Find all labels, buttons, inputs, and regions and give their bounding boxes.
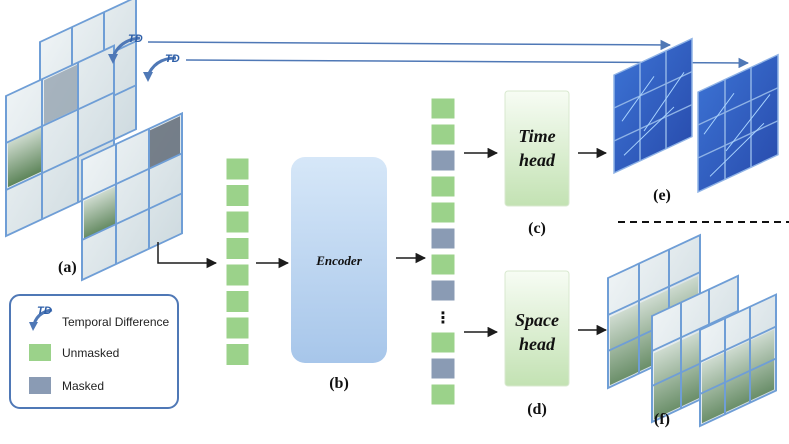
- token-unmasked: [430, 175, 456, 198]
- token-unmasked: [225, 237, 250, 260]
- space-head-line2: head: [519, 334, 556, 354]
- td-badge-2: TD: [143, 53, 180, 82]
- token-unmasked: [225, 316, 250, 340]
- encoder-label: Encoder: [315, 253, 362, 268]
- token-ellipsis: ⋮: [435, 308, 451, 327]
- space-head-block: Space head: [504, 270, 570, 387]
- legend-item-unmasked: Unmasked: [29, 344, 119, 361]
- legend-label-unmasked: Unmasked: [62, 346, 119, 360]
- label-a: (a): [58, 259, 77, 276]
- td-long-arrow-1: [147, 39, 672, 51]
- td-prediction-maps: [613, 37, 779, 194]
- token-unmasked: [225, 343, 250, 366]
- output-token-column: ⋮: [430, 97, 456, 406]
- td-label-1: TD: [128, 33, 143, 45]
- token-unmasked: [430, 383, 456, 406]
- frames-to-tokens-arrow: [157, 242, 218, 269]
- token-unmasked: [430, 331, 456, 354]
- legend-box: TD Temporal Difference Unmasked Masked: [9, 294, 179, 409]
- time-head-line1: Time: [518, 126, 555, 146]
- space-head-line1: Space: [515, 310, 559, 330]
- token-masked: [430, 357, 456, 380]
- legend-label-masked: Masked: [62, 379, 104, 393]
- label-b: (b): [329, 375, 349, 392]
- td-label-2: TD: [165, 53, 180, 65]
- td-map-1: [613, 37, 693, 175]
- token-unmasked: [430, 97, 456, 120]
- recon-frame-front: [699, 293, 777, 428]
- input-frame-front: [81, 111, 183, 282]
- reconstructed-frames: [607, 233, 777, 428]
- label-e: (e): [653, 187, 671, 204]
- label-c: (c): [528, 220, 546, 237]
- token-unmasked: [225, 184, 250, 207]
- time-head-line2: head: [519, 150, 556, 170]
- input-video-frames: [5, 0, 183, 282]
- time-head-block: Time head: [504, 90, 570, 207]
- td-badge-1: TD: [108, 33, 143, 64]
- token-unmasked: [225, 210, 250, 234]
- td-map-2: [697, 53, 779, 194]
- token-masked: [430, 149, 456, 172]
- token-masked: [430, 279, 456, 302]
- token-unmasked: [430, 123, 456, 146]
- token-unmasked: [225, 290, 250, 313]
- legend-td-label: TD: [37, 305, 52, 317]
- label-f: (f): [654, 411, 670, 428]
- token-masked: [430, 227, 456, 250]
- legend-label-td: Temporal Difference: [62, 315, 169, 329]
- input-token-column: [225, 157, 250, 366]
- token-unmasked: [430, 253, 456, 276]
- token-unmasked: [430, 201, 456, 224]
- legend-item-td: TD Temporal Difference: [29, 305, 169, 331]
- label-d: (d): [527, 401, 547, 418]
- encoder-block: Encoder: [291, 157, 387, 363]
- token-unmasked: [225, 157, 250, 181]
- token-unmasked: [225, 263, 250, 287]
- legend-item-masked: Masked: [29, 377, 104, 394]
